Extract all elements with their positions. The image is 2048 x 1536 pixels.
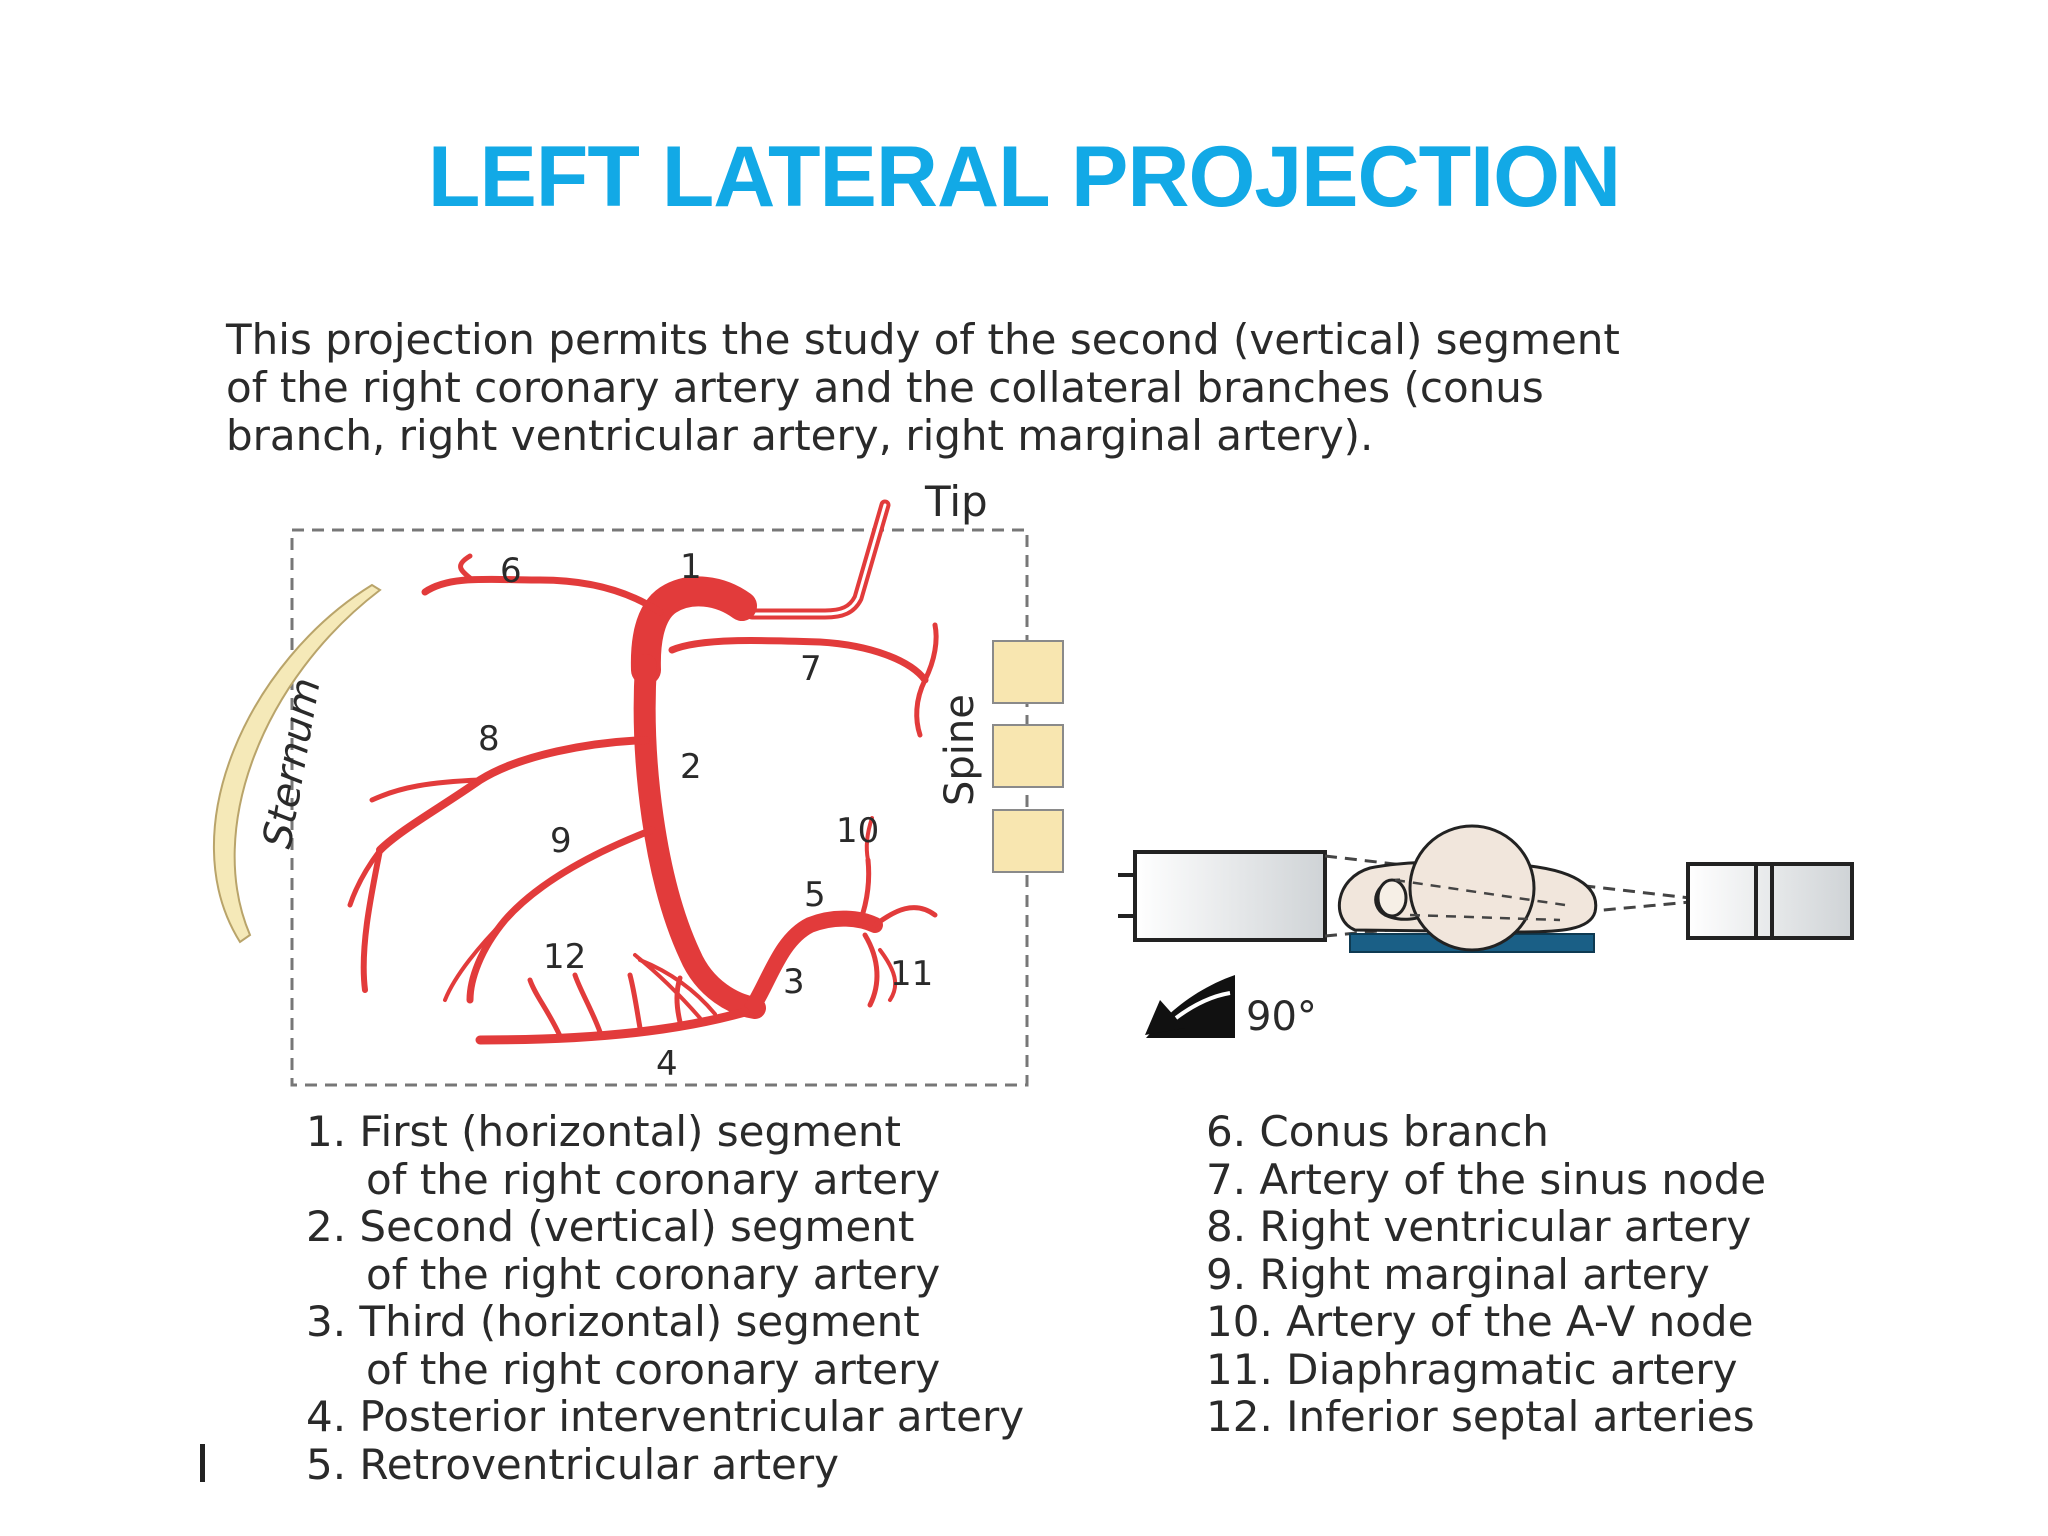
number-label: 10: [836, 811, 879, 851]
sternum-shape: [213, 583, 382, 944]
spine-label: Spine: [937, 694, 983, 806]
number-label: 6: [500, 551, 522, 591]
tip-label: Tip: [924, 477, 988, 526]
number-label: 4: [656, 1044, 678, 1084]
legend-item-continuation: of the right coronary artery: [366, 1249, 941, 1299]
legend-item: 6. Conus branch: [1206, 1107, 1549, 1156]
number-label: 3: [783, 962, 805, 1002]
number-label: 5: [804, 875, 826, 915]
legend-item: 5. Retroventricular artery: [306, 1439, 839, 1489]
legend-item: 7. Artery of the sinus node: [1206, 1154, 1767, 1204]
legend-item-continuation: of the right coronary artery: [366, 1344, 941, 1394]
number-label: 8: [478, 719, 500, 759]
catheter: [746, 499, 891, 620]
projection-frame: [290, 528, 1029, 1087]
number-label: 9: [550, 821, 572, 861]
legend-item: 10. Artery of the A-V node: [1206, 1297, 1754, 1346]
intro-line: of the right coronary artery and the col…: [226, 363, 1544, 412]
legend-item: 9. Right marginal artery: [1206, 1249, 1710, 1299]
artery-number-labels: 1 2 3 4 5 6 7 8 9 10 11 12: [478, 547, 933, 1084]
intro-paragraph: This projection permits the study of the…: [226, 316, 1886, 460]
right-coronary-artery: [347, 553, 939, 1045]
intro-line: This projection permits the study of the…: [226, 315, 1620, 364]
text-cursor: [200, 1444, 205, 1482]
angle-label: 90°: [1246, 994, 1317, 1040]
xray-tube: [1133, 850, 1327, 942]
number-label: 1: [680, 547, 702, 587]
legend-item: 1. First (horizontal) segment: [306, 1107, 901, 1156]
number-label: 11: [890, 954, 933, 994]
intro-line: branch, right ventricular artery, right …: [226, 411, 1374, 460]
number-label: 2: [680, 747, 702, 787]
legend-item: 8. Right ventricular artery: [1206, 1202, 1752, 1251]
legend-item: 11. Diaphragmatic artery: [1206, 1344, 1738, 1394]
legend-item: 4. Posterior interventricular artery: [306, 1392, 1025, 1441]
legend-item: 2. Second (vertical) segment: [306, 1202, 915, 1251]
number-label: 12: [543, 937, 586, 977]
patient-head: [1408, 824, 1536, 952]
legend-right-column: 6. Conus branch 7. Artery of the sinus n…: [1206, 1108, 1766, 1441]
slide-title: LEFT LATERAL PROJECTION: [427, 129, 1621, 225]
number-label: 7: [800, 649, 822, 689]
legend-item-continuation: of the right coronary artery: [366, 1154, 941, 1204]
legend-left-column: 1. First (horizontal) segment of the rig…: [306, 1108, 1024, 1488]
xray-setup: 90°: [1118, 824, 1854, 1040]
legend-item: 3. Third (horizontal) segment: [306, 1297, 920, 1346]
spine-vertebrae: [992, 640, 1064, 873]
legend-item: 12. Inferior septal arteries: [1206, 1392, 1755, 1441]
